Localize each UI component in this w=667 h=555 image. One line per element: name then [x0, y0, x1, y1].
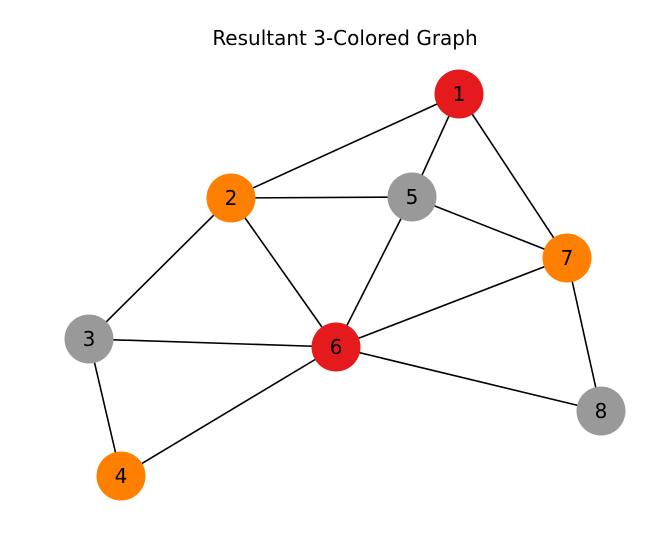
node-8: 8	[576, 386, 626, 436]
node-2: 2	[206, 173, 256, 223]
node-8-circle	[576, 386, 626, 436]
node-4: 4	[96, 451, 146, 501]
node-6-label: 6	[330, 335, 343, 359]
edge-1-7	[458, 93, 568, 259]
node-2-label: 2	[225, 186, 238, 210]
graph-title: Resultant 3-Colored Graph	[212, 26, 478, 50]
node-2-circle	[206, 173, 256, 223]
node-8-label: 8	[595, 399, 608, 423]
node-1: 1	[434, 69, 484, 119]
edge-5-7	[411, 196, 568, 259]
edge-1-2	[230, 93, 460, 199]
edge-5-6	[335, 196, 413, 348]
node-4-circle	[96, 451, 146, 501]
node-7: 7	[542, 233, 592, 283]
node-6-circle	[311, 322, 361, 372]
node-5-circle	[387, 172, 437, 222]
node-1-label: 1	[453, 82, 466, 106]
edge-2-6	[230, 197, 337, 348]
node-4-label: 4	[115, 464, 128, 488]
edge-7-8	[566, 257, 602, 412]
node-5: 5	[387, 172, 437, 222]
node-3-label: 3	[83, 327, 96, 351]
node-3-circle	[64, 314, 114, 364]
node-6: 6	[311, 322, 361, 372]
node-5-label: 5	[406, 185, 419, 209]
node-7-label: 7	[561, 246, 574, 270]
edge-2-5	[230, 196, 413, 199]
nodes-layer: 1 2 3 4 5 6 7 8	[64, 69, 626, 501]
edge-3-6	[88, 338, 337, 348]
node-1-circle	[434, 69, 484, 119]
edge-6-8	[335, 346, 602, 412]
edge-2-3	[88, 197, 232, 340]
edge-6-7	[335, 257, 568, 348]
edges-layer	[88, 93, 602, 477]
node-3: 3	[64, 314, 114, 364]
edge-4-6	[120, 346, 337, 477]
node-7-circle	[542, 233, 592, 283]
